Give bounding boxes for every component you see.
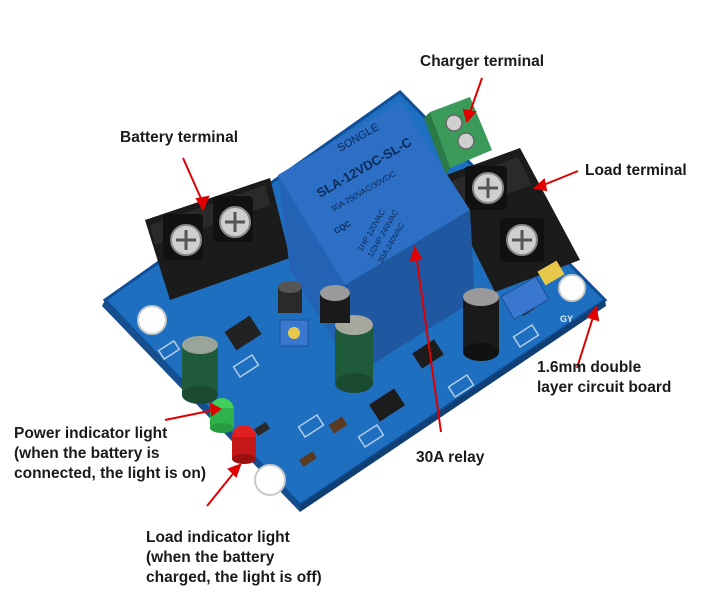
label-battery-terminal: Battery terminal	[120, 129, 239, 146]
label-power-indicator: Power indicator light (when the battery …	[14, 424, 206, 484]
label-power-indicator-line1: Power indicator light	[14, 425, 168, 442]
label-circuit-board-line2: layer circuit board	[537, 379, 672, 396]
label-load-indicator-line2: (when the battery	[146, 549, 275, 566]
led-indicators	[210, 398, 256, 464]
smd-components	[224, 301, 536, 467]
label-load-indicator-line1: Load indicator light	[146, 529, 290, 546]
label-load-indicator-line3: charged, the light is off)	[146, 569, 322, 586]
label-relay: 30A relay	[416, 449, 485, 466]
label-circuit-board-line1: 1.6mm double	[537, 359, 642, 376]
load-terminal-block	[438, 148, 580, 292]
charger-terminal-block	[424, 97, 492, 175]
label-circuit-board: 1.6mm double layer circuit board	[537, 358, 671, 398]
label-charger-terminal: Charger terminal	[420, 53, 545, 70]
battery-terminal-block	[145, 178, 290, 300]
label-load-indicator: Load indicator light (when the battery c…	[146, 528, 322, 588]
relay: SONGLE SLA-12VDC-SL-C 30A 250VAC/30VDC C…	[278, 102, 475, 375]
label-load-terminal: Load terminal	[585, 162, 687, 179]
board-silkscreen: GY	[560, 314, 573, 324]
label-power-indicator-line3: connected, the light is on)	[14, 465, 207, 482]
capacitors	[182, 281, 499, 404]
potentiometers	[279, 260, 565, 347]
callout-lines	[164, 77, 600, 507]
label-power-indicator-line2: (when the battery is	[14, 445, 160, 462]
